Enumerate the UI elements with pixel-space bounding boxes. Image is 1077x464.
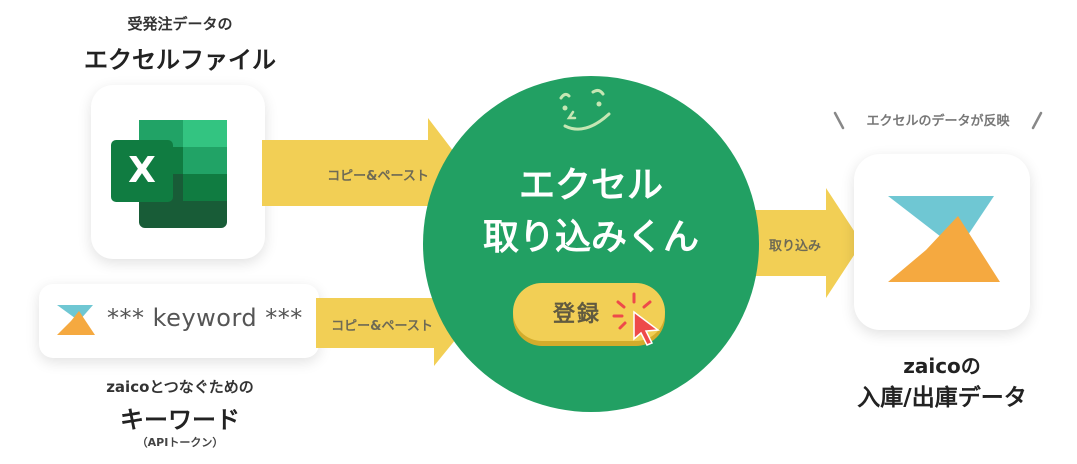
zaico-logo-icon-small (57, 305, 95, 335)
excel-import-tool-circle: エクセル 取り込みくん (423, 76, 759, 412)
register-button-label: 登録 (553, 302, 602, 327)
zaico-caption-line1: zaicoの (903, 354, 981, 378)
zaico-app-card (854, 154, 1030, 330)
keyword-caption-line3: （APIトークン） (136, 436, 224, 449)
circle-title-line1: エクセル (518, 165, 663, 206)
excel-file-card: X (91, 85, 265, 259)
smile-face-icon (559, 88, 611, 131)
circle-title-line2: 取り込みくん (482, 217, 699, 258)
keyword-caption-line1: zaicoとつなぐための (106, 378, 254, 396)
copy-paste-arrow-top (262, 118, 470, 228)
copy-paste-label-top: コピー&ペースト (327, 169, 429, 184)
excel-caption-large: エクセルファイル (84, 46, 276, 74)
excel-icon (111, 120, 227, 228)
import-arrow (746, 188, 862, 298)
excel-icon-letter: X (128, 150, 156, 191)
import-label: 取り込み (768, 239, 821, 254)
copy-paste-label-bottom: コピー&ペースト (331, 319, 433, 334)
keyword-card: *** keyword *** (39, 284, 319, 358)
zaico-caption-line2: 入庫/出庫データ (857, 385, 1027, 411)
zaico-logo-icon (888, 196, 1000, 282)
reflect-left-tick (833, 111, 845, 130)
copy-paste-arrow-bottom (316, 280, 469, 366)
click-cursor-icon (612, 292, 661, 346)
excel-caption-small: 受発注データの (127, 15, 233, 33)
reflect-right-tick (1031, 111, 1043, 130)
reflect-label-wrapper: エクセルのデータが反映 (832, 110, 1044, 130)
reflect-label: エクセルのデータが反映 (866, 114, 1010, 129)
keyword-caption-line2: キーワード (120, 406, 240, 434)
keyword-text: *** keyword *** (107, 304, 303, 332)
